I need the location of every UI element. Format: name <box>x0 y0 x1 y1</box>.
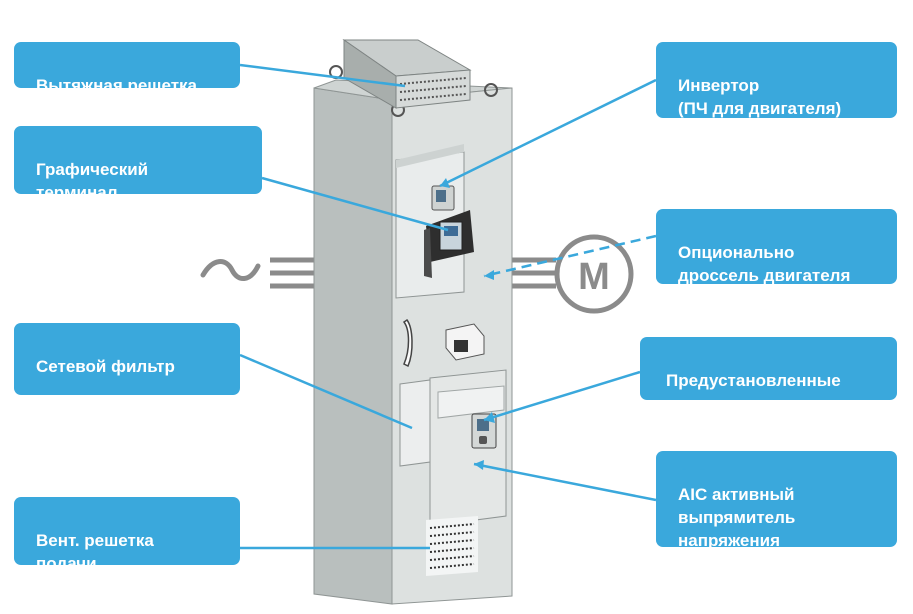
leader-aic <box>473 462 657 502</box>
label-graphic-terminal: Графический терминал <box>14 126 262 202</box>
label-presets: Предустановленные параметры <box>640 337 897 413</box>
motor-letter: M <box>578 256 610 298</box>
leader-presets <box>483 370 641 422</box>
label-line-filter: Сетевой фильтр <box>14 323 240 395</box>
leader-exhaust <box>239 63 406 88</box>
ac-supply-symbol <box>200 257 315 289</box>
label-exhaust-grille: Вытяжная решетка <box>14 42 240 95</box>
leader-arrowheads <box>440 178 495 470</box>
cabinet <box>313 39 513 605</box>
label-intake-vent: Вент. решетка подачи <box>14 497 240 573</box>
leader-terminal <box>261 176 449 232</box>
label-inverter: Инвертор (ПЧ для двигателя) <box>656 42 897 118</box>
leader-filter <box>239 353 413 430</box>
leader-choke <box>483 234 657 278</box>
disconnect-switch <box>445 323 485 361</box>
leader-inverter <box>439 78 657 188</box>
aic-keypad <box>471 413 497 449</box>
intake-vent <box>426 516 478 576</box>
ac-supply-glyph: ~ <box>229 278 230 280</box>
motor-symbol: M <box>510 234 634 314</box>
label-aic-rectifier: AIC активный выпрямитель напряжения <box>656 451 897 550</box>
label-motor-choke: Опционально дроссель двигателя <box>656 209 897 285</box>
leader-lines <box>239 63 657 550</box>
exhaust-hood <box>342 39 472 109</box>
